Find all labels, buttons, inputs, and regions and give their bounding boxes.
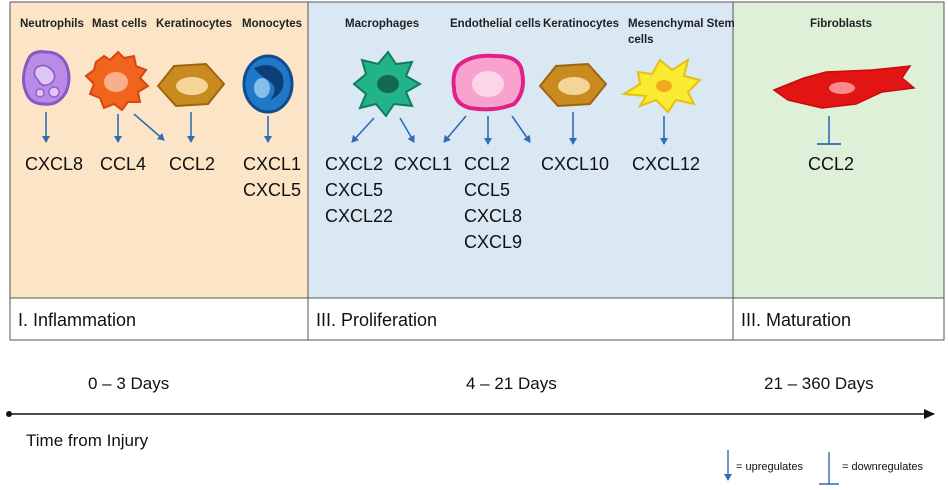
monocyte-cell-icon xyxy=(242,54,294,114)
cell-label-monocytes: Monocytes xyxy=(242,18,302,30)
days-proliferation: 4 – 21 Days xyxy=(466,374,557,393)
maturation-panel xyxy=(732,1,945,299)
phase-label-row xyxy=(9,297,945,341)
phase-label-proliferation: III. Proliferation xyxy=(316,310,437,330)
neutrophil-cell-icon xyxy=(21,50,71,106)
cell-label-keratinocytes-inflammation: Keratinocytes xyxy=(156,18,232,30)
legend-upregulates: = upregulates xyxy=(736,461,803,473)
days-maturation: 21 – 360 Days xyxy=(764,374,874,393)
chemokine-ccl2-keratinocytes: CCL2 xyxy=(169,154,215,174)
chemokine-cxcl1-proliferation: CXCL1 xyxy=(394,154,452,174)
cell-label-neutrophils: Neutrophils xyxy=(20,18,84,30)
cell-label-keratinocytes-proliferation: Keratinocytes xyxy=(543,18,619,30)
mesenchymal-stem-cell-icon xyxy=(620,57,702,114)
cell-label-endothelial: Endothelial cells xyxy=(450,18,541,30)
chemokine-ccl5-endothelial: CCL5 xyxy=(464,180,510,200)
chemokine-cxcl8-endothelial: CXCL8 xyxy=(464,206,522,226)
chemokine-cxcl12-msc: CXCL12 xyxy=(632,154,700,174)
chemokine-cxcl1-monocytes: CXCL1 xyxy=(243,154,301,174)
chemokine-ccl2-fibroblasts: CCL2 xyxy=(808,154,854,174)
cell-label-mast-cells: Mast cells xyxy=(92,18,147,30)
upregulate-arrow xyxy=(511,115,531,143)
days-inflammation: 0 – 3 Days xyxy=(88,374,169,393)
upregulate-arrow xyxy=(351,117,375,143)
mast-cell-icon xyxy=(84,50,150,112)
phase-label-inflammation: I. Inflammation xyxy=(18,310,136,330)
legend: = upregulates = downregulates xyxy=(724,450,924,485)
chemokine-cxcl22-macrophages: CXCL22 xyxy=(325,206,393,226)
chemokine-cxcl5-macrophages: CXCL5 xyxy=(325,180,383,200)
cell-label-msc-line1: Mesenchymal Stem xyxy=(628,18,735,30)
timeline-axis xyxy=(6,409,935,419)
upregulate-arrow xyxy=(443,115,467,143)
chemokine-cxcl10-keratinocytes: CXCL10 xyxy=(541,154,609,174)
legend-downregulates: = downregulates xyxy=(842,461,924,473)
endothelial-cell-icon xyxy=(451,53,525,112)
cell-label-fibroblasts: Fibroblasts xyxy=(810,18,872,30)
cell-label-macrophages: Macrophages xyxy=(345,18,419,30)
proliferation-panel xyxy=(307,1,734,299)
chemokine-cxcl2-macrophages: CXCL2 xyxy=(325,154,383,174)
inflammation-panel xyxy=(9,1,309,299)
phase-label-maturation: III. Maturation xyxy=(741,310,851,330)
chemokine-ccl2-endothelial: CCL2 xyxy=(464,154,510,174)
chemokine-cxcl5-monocytes: CXCL5 xyxy=(243,180,301,200)
downregulate-bar xyxy=(817,116,841,145)
timeline-axis-label: Time from Injury xyxy=(26,431,149,450)
cell-label-msc-line2: cells xyxy=(628,34,654,46)
upregulate-arrow xyxy=(399,117,415,143)
macrophage-cell-icon xyxy=(352,50,423,118)
keratinocyte-proliferation-icon xyxy=(538,62,608,108)
chemokine-ccl4: CCL4 xyxy=(100,154,146,174)
chemokine-cxcl9-endothelial: CXCL9 xyxy=(464,232,522,252)
upregulate-arrow xyxy=(133,113,165,141)
keratinocyte-inflammation-icon xyxy=(156,62,226,108)
chemokine-cxcl8-neutrophils: CXCL8 xyxy=(25,154,83,174)
fibroblast-cell-icon xyxy=(772,65,916,109)
